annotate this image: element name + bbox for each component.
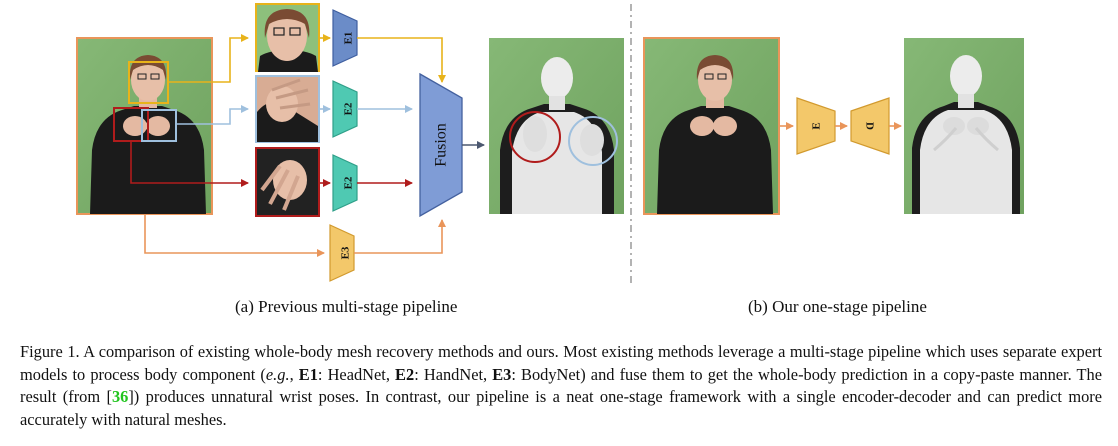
caption-text-5: : BodyNet) and fuse them to get the whol… — [20, 364, 1102, 407]
caption-text-2: , — [289, 364, 299, 384]
encoder-e: E — [796, 97, 836, 155]
input-image-b — [643, 37, 780, 215]
encoder-e1: E1 — [332, 9, 358, 67]
face-path — [168, 34, 249, 83]
input-image-a — [76, 37, 213, 215]
caption-eg: e.g. — [265, 364, 290, 384]
body-path — [144, 214, 325, 257]
encoder-e-label: E — [811, 122, 823, 129]
caption-e1: E1 — [298, 364, 318, 384]
e1-to-fusion-arrow — [357, 37, 446, 83]
figure-label: Figure 1. — [20, 342, 80, 361]
caption-e3: E3 — [492, 364, 512, 384]
right-hand-path — [130, 141, 249, 187]
caption-text-1: A comparison of existing whole-body mesh… — [20, 342, 1102, 384]
e3-to-fusion-arrow — [354, 219, 446, 254]
output-mesh-b — [904, 38, 1024, 214]
caption-e2: E2 — [395, 364, 415, 384]
caption-text-3: : HeadNet, — [317, 364, 396, 384]
fusion-block: Fusion — [419, 72, 463, 218]
subcaption-b: (b) Our one-stage pipeline — [748, 297, 927, 316]
face-crop — [255, 3, 320, 72]
wrist-highlight-right — [509, 111, 561, 163]
citation-link[interactable]: 36 — [111, 387, 129, 407]
fusion-label: Fusion — [433, 123, 450, 167]
encoder-e3-label: E3 — [340, 246, 352, 259]
left-hand-crop — [255, 75, 320, 143]
subcaption-a: (a) Previous multi-stage pipeline — [235, 297, 458, 316]
figure-caption: Figure 1. A comparison of existing whole… — [20, 341, 1102, 431]
decoder-d-label: D — [863, 122, 875, 130]
encoder-e2-left-hand: E2 — [332, 80, 358, 138]
figure-diagram: E1 E2 E2 E3 Fusion — [76, 3, 1024, 284]
right-hand-crop — [255, 147, 320, 217]
caption-text-6: ]) produces unnatural wrist poses. In co… — [20, 387, 1103, 429]
wrist-highlight-left — [568, 116, 618, 166]
decoder-d: D — [850, 97, 890, 155]
encoder-e3: E3 — [329, 224, 355, 282]
encoder-e1-label: E1 — [343, 32, 355, 45]
encoder-e2-right-hand: E2 — [332, 154, 358, 212]
left-hand-box — [141, 109, 177, 142]
encoder-e2-left-label: E2 — [343, 102, 355, 115]
left-hand-path — [176, 105, 249, 125]
figure: E1 E2 E2 E3 Fusion — [76, 3, 1024, 284]
caption-text-4: : HandNet, — [414, 364, 493, 384]
encoder-e2-right-label: E2 — [343, 176, 355, 189]
